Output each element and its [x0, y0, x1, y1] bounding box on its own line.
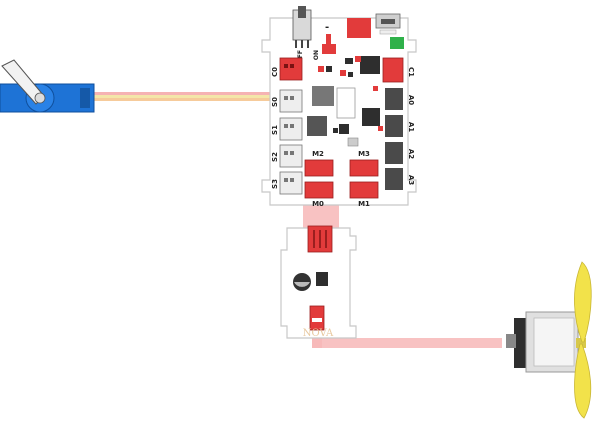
battery-connector[interactable] — [322, 18, 371, 54]
label-m2: M2 — [312, 150, 324, 158]
label-a0: A0 — [407, 95, 415, 105]
main-board: OFF ON - + — [261, 6, 417, 208]
switch-off-label: OFF — [297, 50, 304, 63]
driver-input-connector[interactable] — [307, 225, 333, 253]
minus-label: - — [325, 22, 329, 33]
port-a1[interactable] — [385, 115, 403, 137]
port-m2[interactable] — [304, 159, 334, 177]
servo-cable — [92, 92, 282, 101]
label-s1: S1 — [271, 125, 279, 135]
label-s2: S2 — [271, 152, 279, 162]
port-c0[interactable] — [279, 57, 303, 81]
port-s1[interactable] — [279, 117, 303, 141]
label-a2: A2 — [407, 149, 415, 159]
port-c1[interactable] — [382, 57, 404, 83]
green-component — [390, 37, 404, 49]
label-m1: M1 — [358, 200, 370, 208]
board-components — [307, 56, 383, 147]
propeller-icon — [574, 261, 592, 419]
port-m3[interactable] — [349, 159, 379, 177]
port-s2[interactable] — [279, 144, 303, 168]
port-a0[interactable] — [385, 88, 403, 110]
label-c0: C0 — [271, 67, 279, 77]
label-s3: S3 — [271, 179, 279, 189]
port-s3[interactable] — [279, 171, 303, 195]
label-m0: M0 — [312, 200, 324, 208]
port-a3[interactable] — [385, 168, 403, 190]
driver-logo: NOVA — [303, 328, 334, 339]
label-a3: A3 — [407, 175, 415, 185]
port-a2[interactable] — [385, 142, 403, 164]
port-m1[interactable] — [349, 181, 379, 199]
port-s0[interactable] — [279, 89, 303, 113]
switch-on-label: ON — [313, 50, 320, 60]
driver-chip — [316, 272, 328, 286]
driver-output-connector[interactable] — [309, 305, 325, 331]
label-m3: M3 — [358, 150, 370, 158]
dc-motor-icon — [506, 311, 579, 373]
label-c1: C1 — [407, 67, 415, 77]
port-m0[interactable] — [304, 181, 334, 199]
usb-port[interactable] — [375, 13, 401, 35]
label-a1: A1 — [407, 122, 415, 132]
motor-driver-module: NOVA — [280, 225, 357, 339]
label-s0: S0 — [271, 97, 279, 107]
power-switch[interactable] — [292, 6, 312, 48]
servo-motor-icon — [0, 59, 95, 113]
